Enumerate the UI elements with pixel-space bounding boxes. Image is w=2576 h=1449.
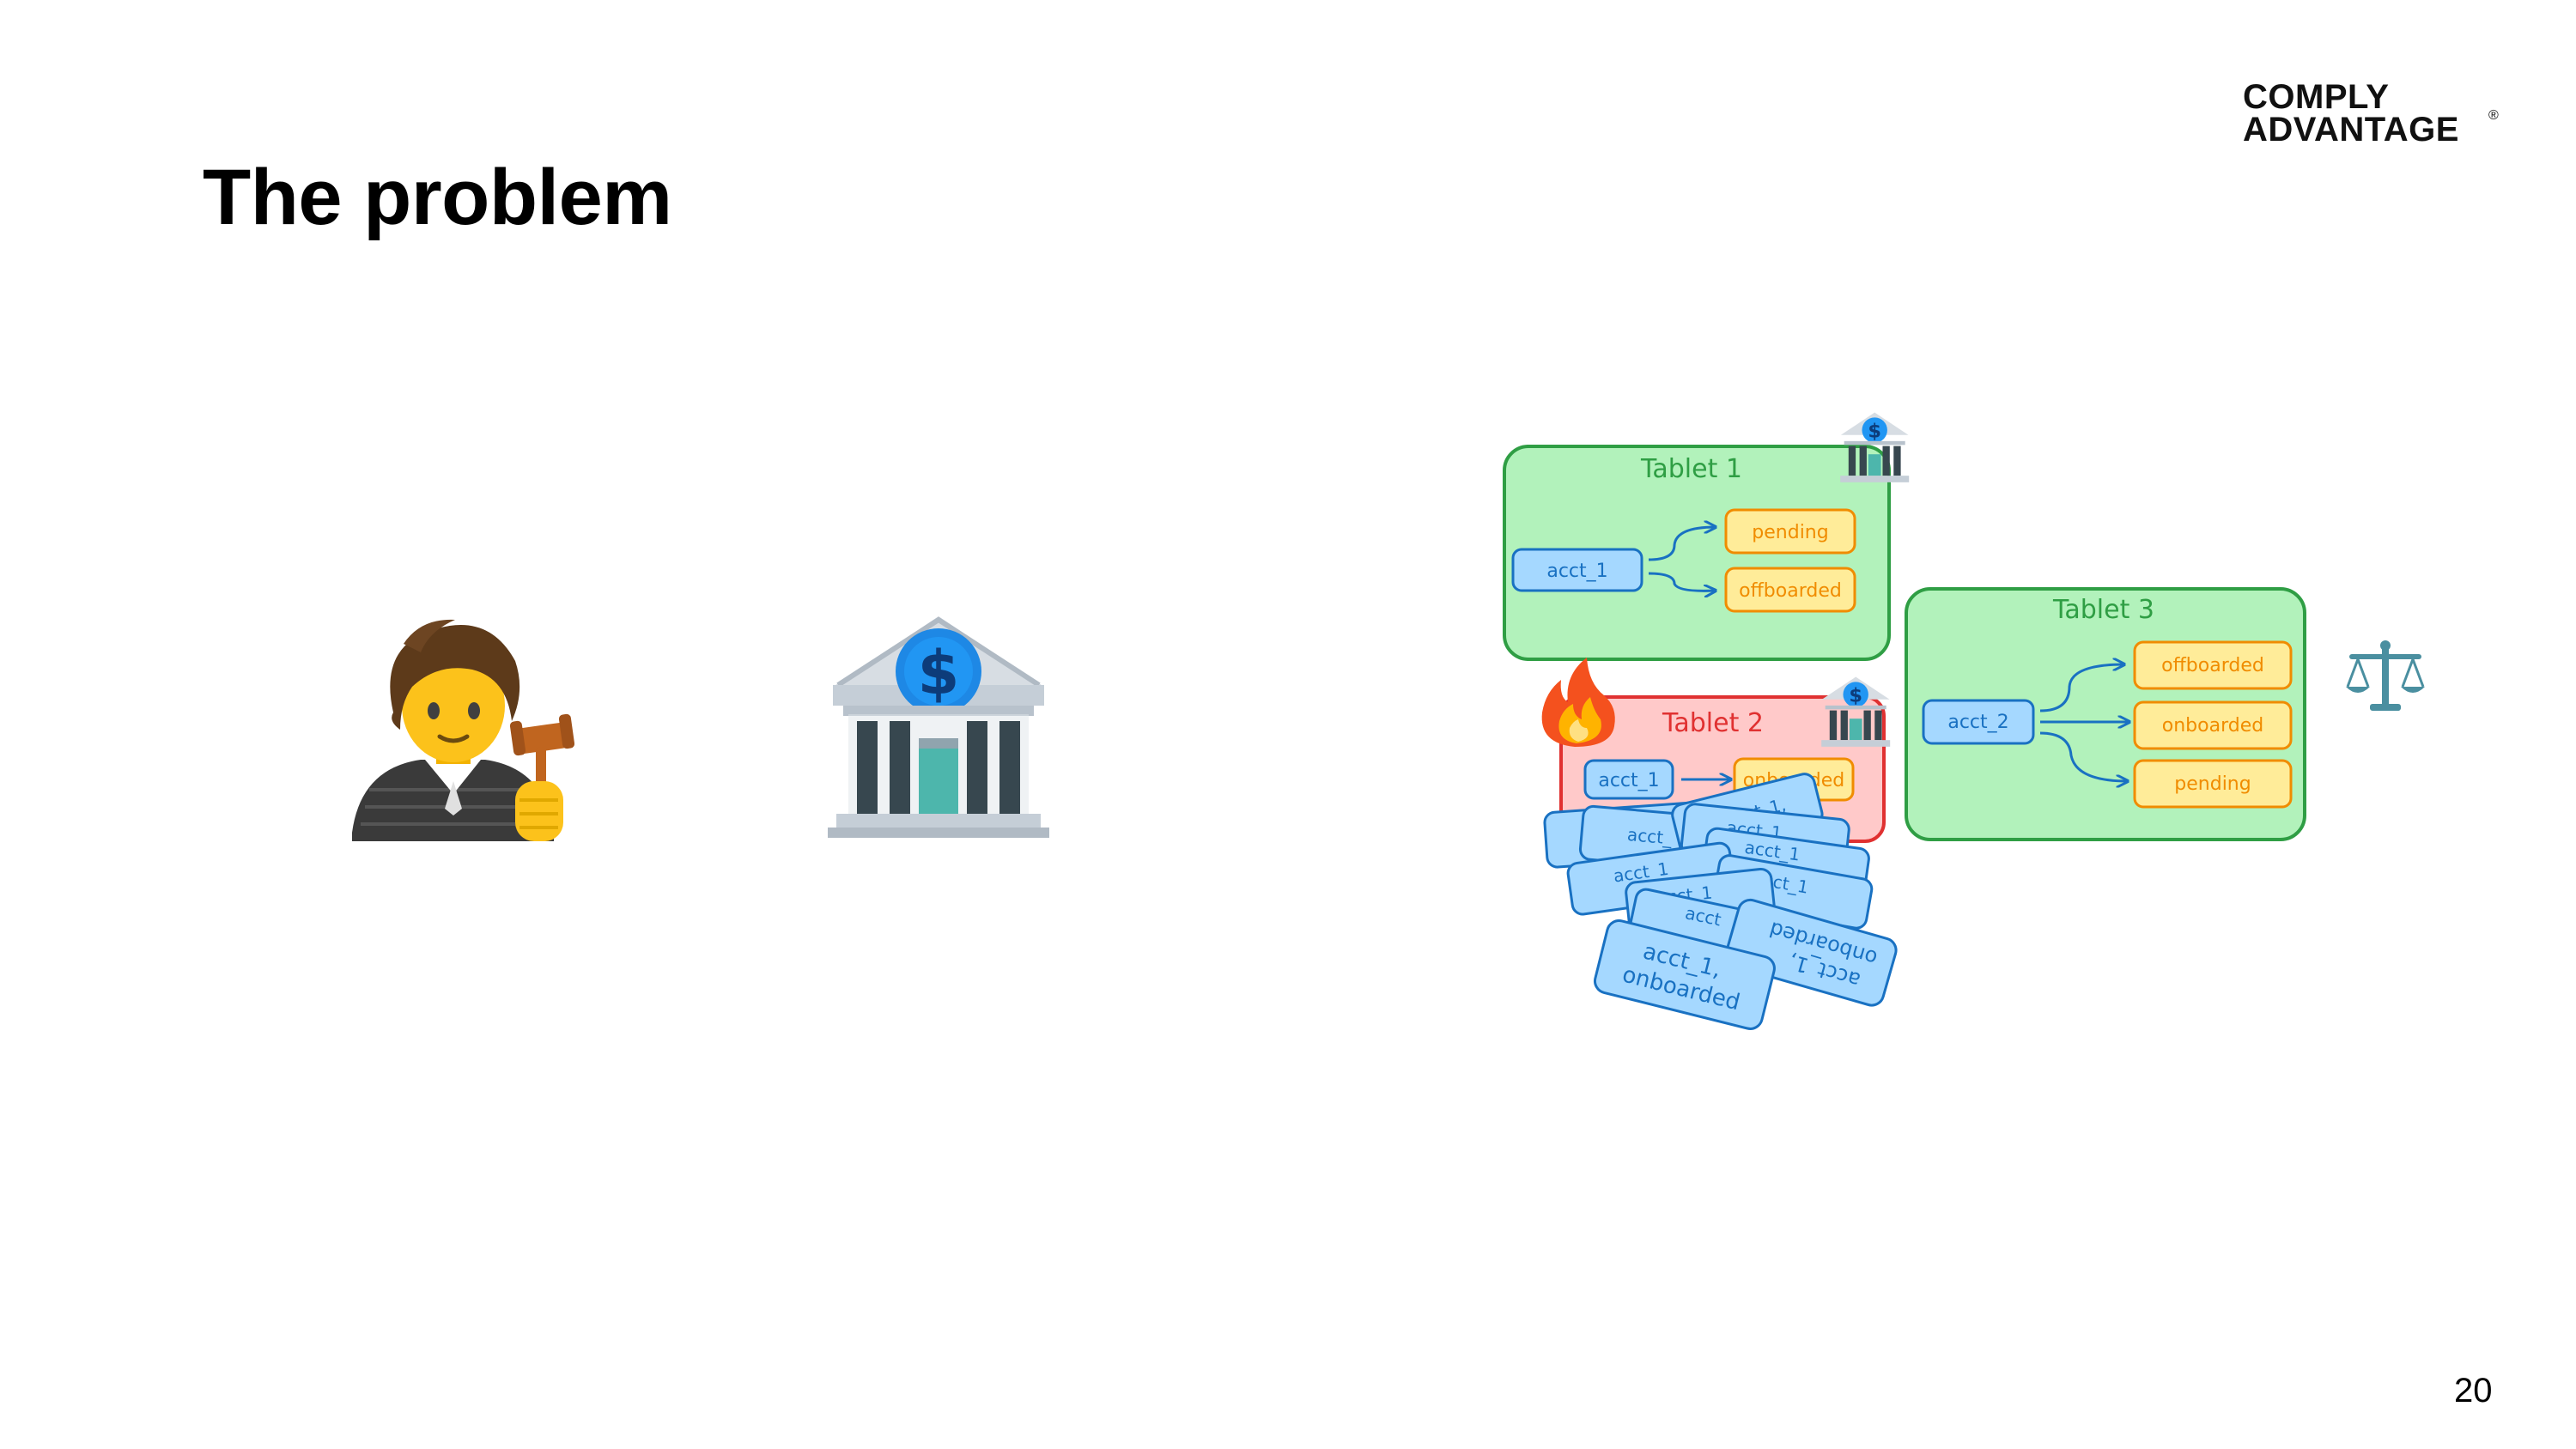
tablet-3: Tablet 3 acct_2 offboarded onboarded pen… [1905, 587, 2306, 841]
slide-title: The problem [203, 154, 672, 241]
tablet-1-account: acct_1 [1546, 561, 1607, 582]
svg-text:$: $ [1868, 420, 1881, 442]
tablet-2-account: acct_1 [1598, 770, 1659, 791]
pile-label-1: acct_ [1626, 824, 1674, 849]
tablet-2-title: Tablet 2 [1662, 708, 1764, 738]
tablet-3-title: Tablet 3 [2052, 595, 2154, 625]
tablet-1-state-1: pending [1752, 522, 1828, 543]
tablet-1: Tablet 1 acct_1 pending offboarded [1503, 445, 1891, 661]
tablet-3-state-2: onboarded [2162, 715, 2263, 737]
tablet-1-title: Tablet 1 [1640, 454, 1742, 484]
bank-emoji-icon: $ [828, 616, 1049, 838]
svg-text:$: $ [1849, 684, 1862, 706]
tablet-3-account: acct_2 [1947, 712, 2008, 733]
svg-text:$: $ [918, 638, 960, 708]
tablet-3-state-3: pending [2174, 773, 2251, 795]
tablet-3-state-1: offboarded [2161, 655, 2264, 676]
page-number: 20 [2454, 1372, 2493, 1410]
company-logo: COMPLY ADVANTAGE ® [2243, 78, 2499, 149]
logo-line-1: COMPLY [2243, 78, 2390, 116]
judge-emoji-icon [352, 619, 575, 841]
balance-scale-emoji-icon [2346, 640, 2425, 711]
write-pile: acct_ acct_1, acct_1, acct_1 acct_1 acct… [1543, 773, 1898, 1030]
fire-emoji-icon [1541, 658, 1615, 747]
small-bank-icon-1: $ [1840, 412, 1910, 482]
tablet-1-state-2: offboarded [1739, 580, 1842, 602]
registered-mark: ® [2488, 108, 2500, 123]
small-bank-icon-2: $ [1821, 676, 1891, 747]
logo-line-2: ADVANTAGE [2243, 111, 2459, 149]
